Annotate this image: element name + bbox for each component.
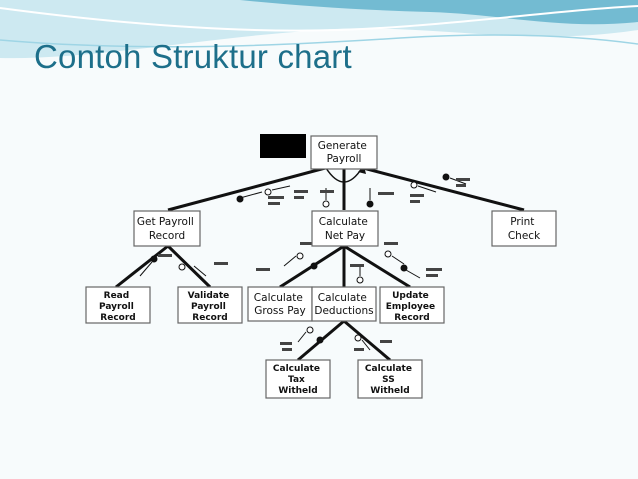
label-calculate-net-pay: Calculate Net Pay — [319, 216, 371, 242]
slide-title: Contoh Struktur chart — [34, 38, 352, 75]
connector-line — [343, 161, 525, 212]
data-couple-icon — [410, 181, 437, 193]
box-read-payroll-record — [85, 286, 151, 324]
data-couple-icon — [297, 326, 314, 343]
label-calculate-ss-witheld: Calculate SS Witheld — [365, 364, 415, 396]
data-couple-icon — [384, 250, 405, 265]
label-update-employee-record: Update Employee Record — [386, 291, 438, 323]
box-calculate-gross-pay — [247, 286, 313, 322]
data-couple-icon — [236, 191, 263, 203]
header-wave-accent-2 — [0, 34, 638, 48]
data-couple-icon — [264, 185, 291, 196]
label-calculate-deductions: Calculate Deductions — [314, 292, 373, 317]
structure-chart: Generate Payroll Get Payroll Record Calc… — [85, 134, 557, 399]
box-get-payroll-record — [133, 210, 201, 247]
label-get-payroll-record: Get Payroll Record — [137, 216, 197, 242]
box-calculate-tax-witheld — [265, 359, 331, 399]
data-couple-icon — [283, 252, 304, 267]
connector-line — [343, 319, 391, 362]
illegible-labels — [158, 178, 470, 351]
data-couple-icon — [307, 336, 324, 353]
connector-line — [115, 244, 169, 289]
connector-line — [166, 244, 212, 289]
label-calculate-gross-pay: Calculate Gross Pay — [254, 292, 306, 317]
label-generate-payroll: Generate Payroll — [318, 140, 370, 165]
header-wave-dark — [240, 0, 638, 25]
label-print-check: Print Check — [508, 216, 541, 242]
header-wave-accent — [0, 5, 638, 32]
data-couple-icon — [366, 188, 374, 208]
box-print-check — [491, 210, 557, 247]
label-calculate-tax-witheld: Calculate Tax Witheld — [273, 364, 323, 396]
connector-line — [343, 244, 411, 289]
box-update-employee-record — [379, 286, 445, 324]
connector-line — [167, 161, 345, 212]
box-calculate-ss-witheld — [357, 359, 423, 399]
data-couple-icon — [442, 173, 467, 185]
module-boxes — [85, 135, 557, 399]
data-couple-icon — [400, 264, 421, 279]
box-calculate-net-pay — [311, 210, 379, 247]
black-block — [260, 134, 306, 158]
label-validate-payroll-record: Validate Payroll Record — [188, 291, 233, 323]
box-calculate-deductions — [311, 286, 377, 322]
data-couple-icon — [354, 334, 371, 351]
box-validate-payroll-record — [177, 286, 243, 324]
label-read-payroll-record: Read Payroll Record — [99, 291, 137, 323]
data-couple-icon — [139, 255, 158, 277]
data-couple-icon — [178, 263, 207, 277]
connector-lines — [115, 161, 525, 362]
data-couple-icon — [295, 262, 318, 277]
box-generate-payroll — [310, 135, 378, 170]
